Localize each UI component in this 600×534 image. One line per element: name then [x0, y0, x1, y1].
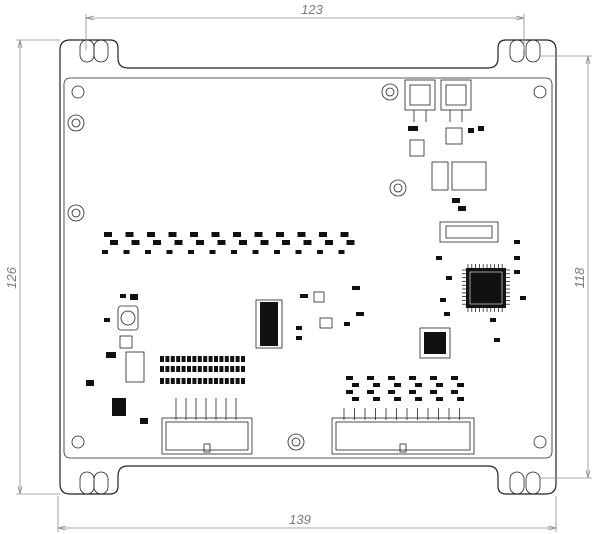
smd-component-row — [102, 232, 355, 254]
right-soic — [419, 327, 451, 359]
top-connectors — [404, 79, 472, 122]
dim-left-height: 126 — [4, 266, 19, 288]
right-side-components — [436, 240, 526, 342]
dim-top-width: 123 — [301, 2, 323, 17]
dim-right-height: 118 — [572, 267, 587, 288]
center-ic — [255, 286, 364, 349]
enclosure-outline — [59, 39, 557, 495]
resistor-array — [160, 356, 245, 384]
left-components — [86, 294, 148, 424]
top-right-components — [408, 126, 499, 243]
dimension-annotations: 123 139 126 118 — [4, 2, 592, 532]
dim-bottom-width: 139 — [289, 512, 311, 527]
pcb-board — [63, 77, 553, 459]
mounting-holes — [67, 83, 547, 451]
header-connector — [439, 221, 499, 243]
mounting-slots — [79, 39, 541, 495]
microcontroller-qfp — [462, 264, 510, 312]
bottom-connectors — [161, 376, 475, 455]
